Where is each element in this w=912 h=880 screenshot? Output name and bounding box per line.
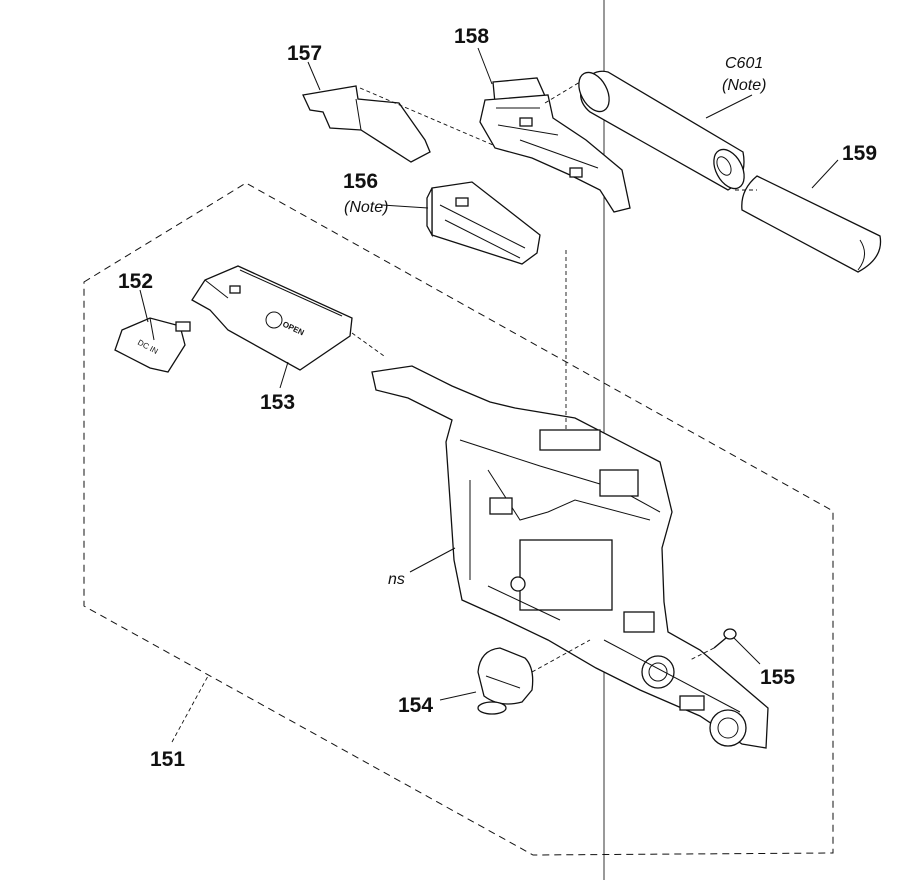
part-157-sheet xyxy=(302,85,501,163)
part-154-switch xyxy=(477,639,591,715)
label-154: 154 xyxy=(398,694,433,717)
part-155-screw xyxy=(689,628,737,661)
label-159: 159 xyxy=(842,142,877,165)
part-159-tube xyxy=(735,175,882,273)
label-157: 157 xyxy=(287,42,322,65)
main-chassis-frame xyxy=(371,250,769,749)
part-152-dc-in-cover: DC IN xyxy=(114,317,191,373)
label-ns: ns xyxy=(388,571,405,588)
label-156: 156 xyxy=(343,170,378,193)
label-151: 151 xyxy=(150,748,185,771)
label-c601-note: (Note) xyxy=(722,77,766,94)
part-c601-capacitor xyxy=(578,70,745,191)
part-158-bracket xyxy=(479,77,631,213)
label-156-note: (Note) xyxy=(344,199,388,216)
part-153-lid: OPEN xyxy=(191,265,385,371)
label-158: 158 xyxy=(454,25,489,48)
assembly-boundary-151 xyxy=(83,182,834,856)
label-c601: C601 xyxy=(725,55,763,72)
label-152: 152 xyxy=(118,270,153,293)
label-153: 153 xyxy=(260,391,295,414)
label-155: 155 xyxy=(760,666,795,689)
part-156-connector xyxy=(426,181,541,265)
leader-lines xyxy=(139,47,839,743)
